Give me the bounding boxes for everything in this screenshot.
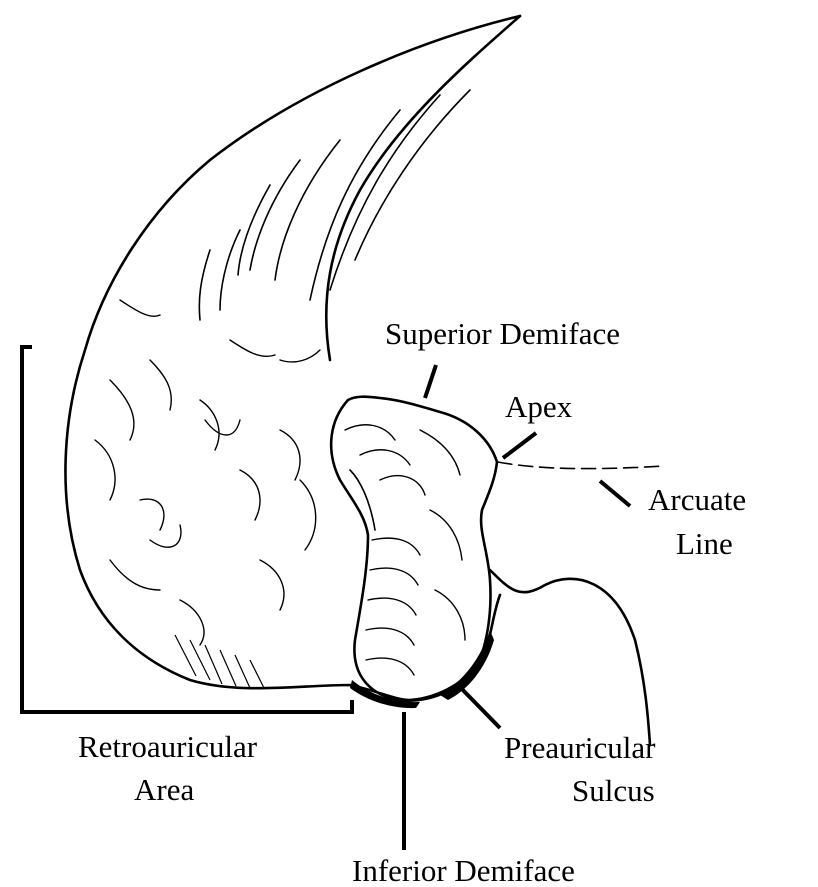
arcuate-line-dashed — [497, 461, 665, 470]
preauricular-sulcus-leader — [454, 681, 502, 730]
label-inferior-demiface: Inferior Demiface — [352, 853, 575, 887]
ilium-anterior-edge — [325, 14, 522, 362]
bone-surface-texture — [94, 299, 321, 646]
auricular-surface-outline — [329, 395, 499, 702]
label-superior-demiface: Superior Demiface — [385, 316, 620, 351]
retroauricular-bracket — [20, 345, 354, 714]
label-area: Area — [134, 772, 194, 807]
label-line: Line — [676, 526, 733, 561]
label-retroauricular: Retroauricular — [78, 729, 258, 764]
arcuate-line-leader — [598, 479, 632, 508]
greater-sciatic-notch — [488, 568, 652, 747]
ilium-outer-contour — [64, 14, 522, 702]
auricular-ridges — [344, 424, 466, 676]
superior-demiface-leader — [423, 364, 438, 399]
ilium-bone-drawing — [64, 14, 665, 747]
label-apex: Apex — [505, 389, 573, 424]
label-preauricular: Preauricular — [504, 730, 656, 765]
preauricular-sulcus-shading — [440, 630, 494, 700]
retroauricular-hatching — [174, 634, 265, 689]
inferior-rim-shading — [350, 680, 420, 709]
label-arcuate: Arcuate — [648, 482, 746, 517]
iliac-wing-striations — [198, 89, 471, 321]
demiface-division-line — [349, 469, 376, 531]
apex-leader — [501, 431, 538, 460]
label-sulcus: Sulcus — [572, 773, 655, 808]
